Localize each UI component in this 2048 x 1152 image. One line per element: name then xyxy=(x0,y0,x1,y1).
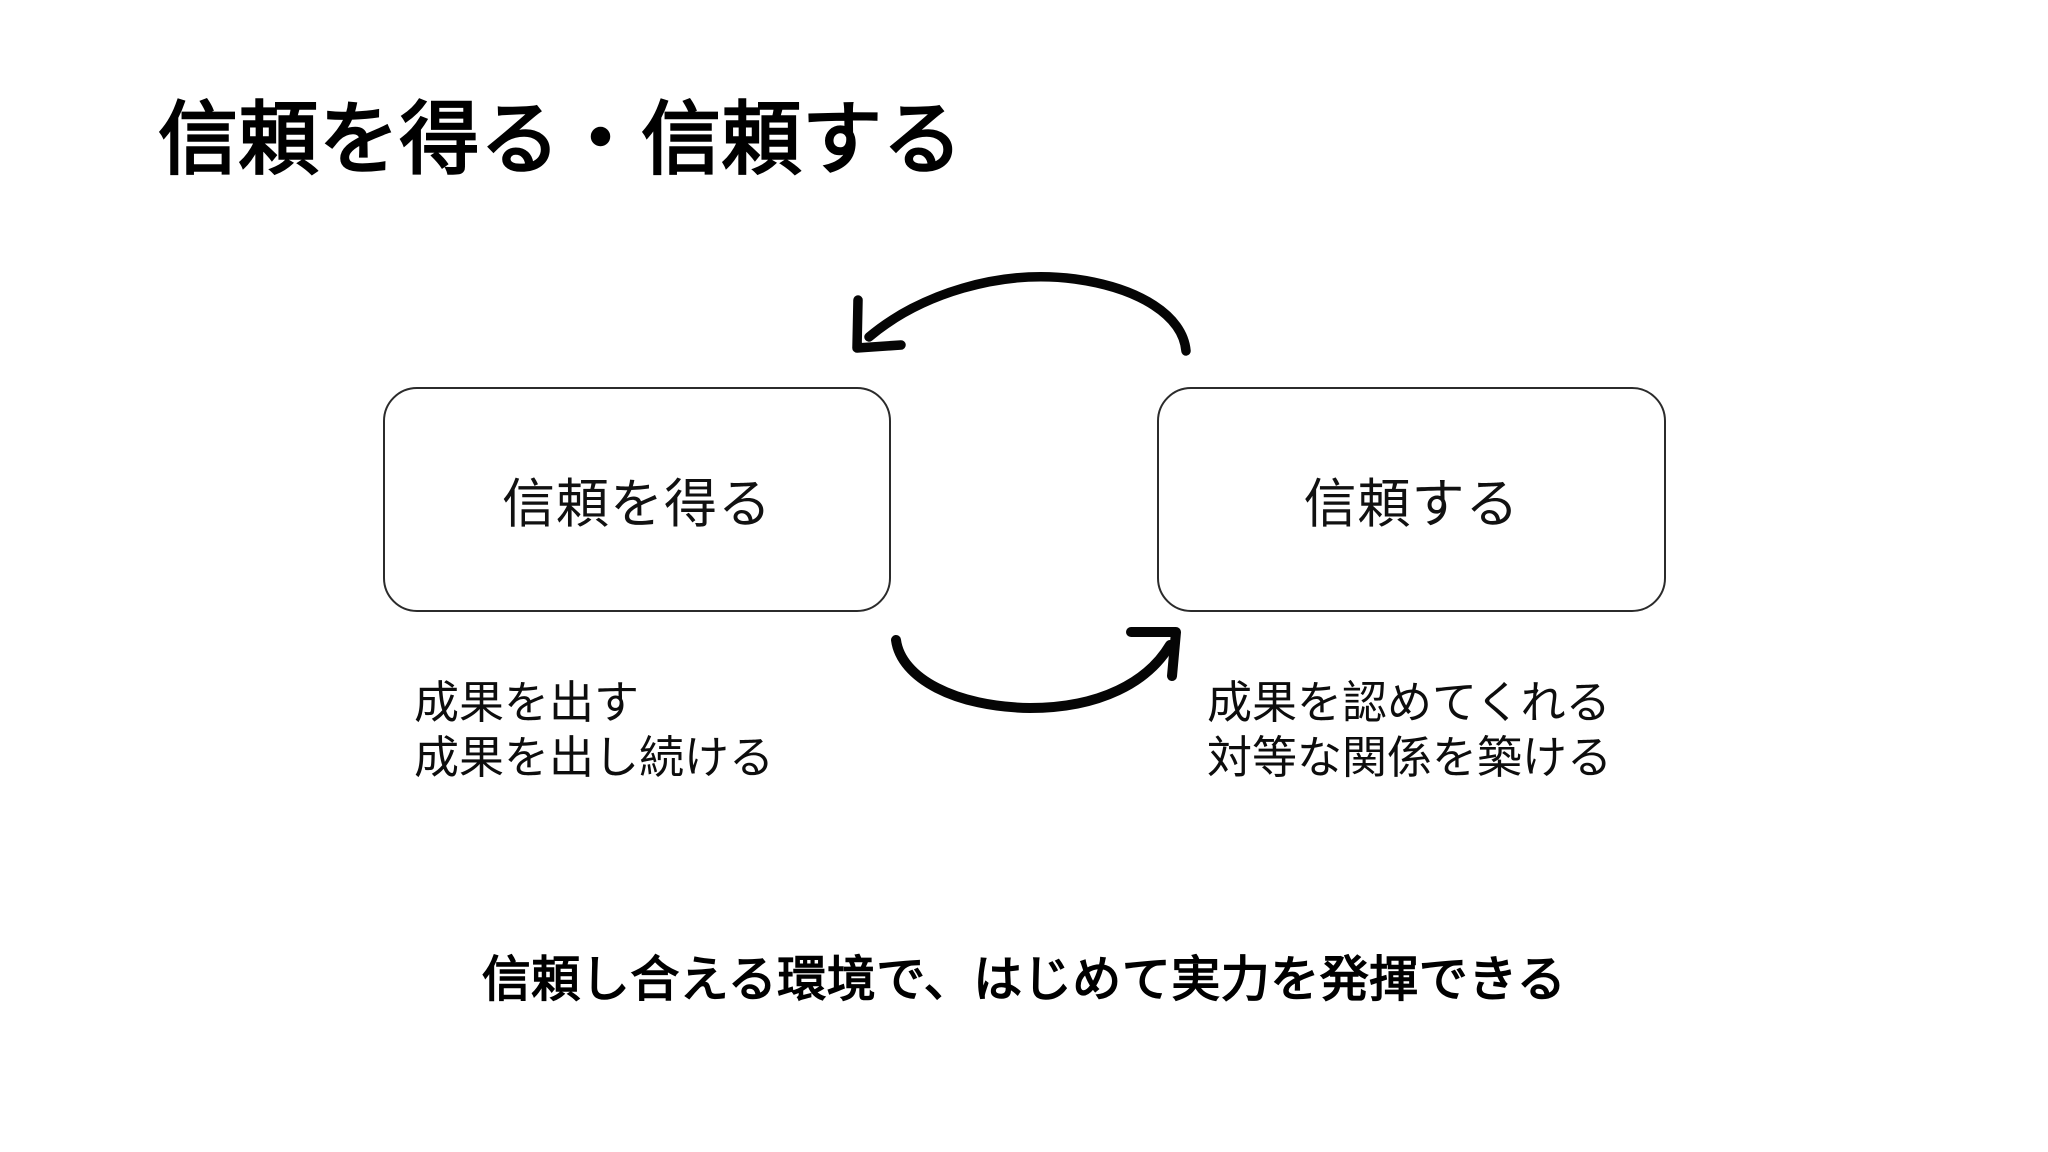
cycle-node-label: 信頼する xyxy=(1303,474,1520,534)
page-title: 信頼を得る・信頼する xyxy=(158,95,963,184)
cycle-node-give-trust[interactable]: 信頼する xyxy=(1157,387,1666,612)
caption-line: 対等な関係を築ける xyxy=(1207,731,1613,783)
caption-line: 成果を認めてくれる xyxy=(1207,677,1611,728)
footer-statement: 信頼し合える環境で、はじめて実力を発揮できる xyxy=(481,953,1567,1007)
top-arrow-right-to-left-icon xyxy=(852,272,1191,356)
bottom-arrow-left-to-right-icon xyxy=(891,627,1181,713)
caption-line: 成果を出し続ける xyxy=(414,731,775,783)
caption-left: 成果を出す 成果を出し続ける xyxy=(414,676,774,786)
cycle-node-label: 信頼を得る xyxy=(502,474,772,534)
caption-right: 成果を認めてくれる 対等な関係を築ける xyxy=(1207,676,1612,786)
cycle-node-gain-trust[interactable]: 信頼を得る xyxy=(383,387,891,612)
caption-line: 成果を出す xyxy=(414,677,640,728)
